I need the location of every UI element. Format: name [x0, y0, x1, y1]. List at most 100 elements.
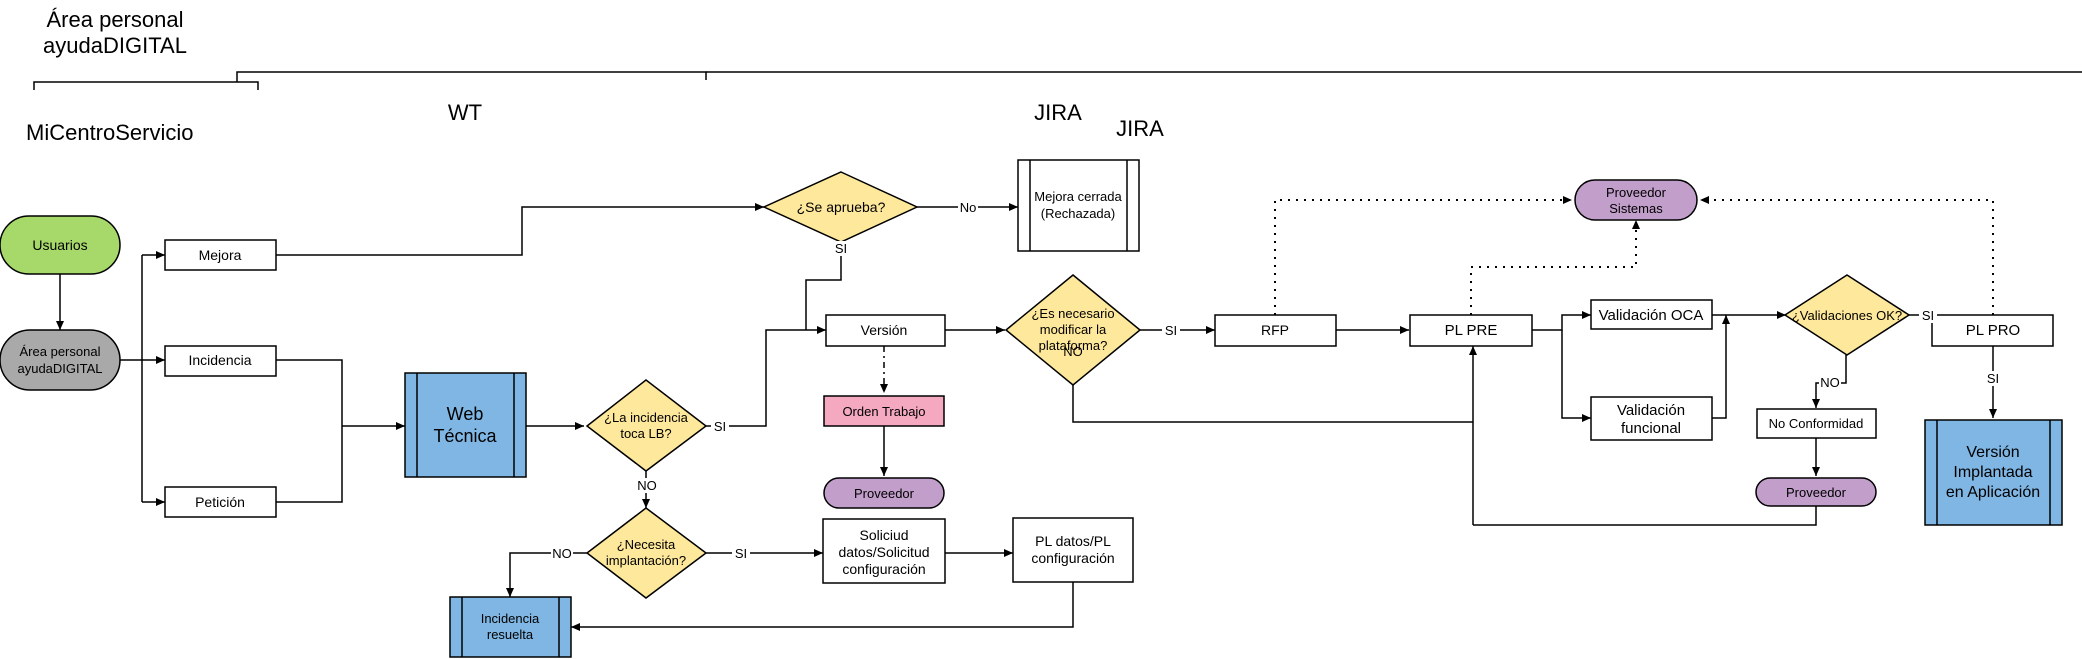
edge-label-si-aprueba: SI: [835, 241, 847, 256]
edge-tocalb-version: [706, 326, 826, 427]
node-pl-datos: [1012, 517, 1134, 583]
node-solicitud-l1: Soliciud: [859, 527, 908, 543]
node-version-implantada: [1924, 419, 2063, 526]
edge-label-no-validaciones: NO: [1820, 375, 1840, 390]
edge-label-si-plataforma: SI: [1165, 323, 1177, 338]
node-version-label: Versión: [861, 322, 908, 338]
node-toca-lb-l1: ¿La incidencia: [604, 410, 689, 425]
header-jira-1: JIRA: [1034, 100, 1082, 125]
node-mejora-cerrada-l1: Mejora cerrada: [1034, 189, 1122, 204]
node-area-personal-l2: ayudaDIGITAL: [17, 361, 102, 376]
node-no-conformidad: [1756, 408, 1877, 439]
node-pl-datos-l2: configuración: [1031, 550, 1114, 566]
node-validacion-funcional: [1590, 396, 1713, 441]
edge-pldatos-resuelta: [571, 582, 1074, 631]
node-pl-pro-label: PL PRO: [1966, 322, 2020, 339]
node-pl-datos-l1: PL datos/PL: [1035, 533, 1111, 549]
edge-plpre-funcional: [1561, 330, 1591, 422]
node-usuarios: [0, 215, 121, 275]
edge-proveedor2-loop: [1473, 506, 1817, 526]
edge-plpre-oca: [1532, 311, 1591, 331]
edge-funcional-validaciones: [1712, 315, 1730, 419]
edge-incidencia-web: [276, 359, 343, 426]
node-version-implantada-l3: en Aplicación: [1946, 484, 2040, 501]
edge-label-no-implant: NO: [552, 546, 572, 561]
node-rfp: [1214, 314, 1337, 347]
node-es-necesario: [1004, 274, 1142, 386]
node-mejora-cerrada-l2: (Rechazada): [1041, 206, 1115, 221]
header-wt: WT: [448, 100, 482, 125]
node-proveedor: [823, 477, 945, 509]
node-incidencia: [164, 345, 277, 377]
node-solicitud-l2: datos/Solicitud: [838, 544, 929, 560]
node-peticion: [164, 486, 277, 518]
node-area-personal-l1: Área personal: [20, 344, 101, 359]
node-pl-pre: [1409, 314, 1533, 347]
edge-label-si-lb: SI: [714, 419, 726, 434]
node-incidencia-label: Incidencia: [188, 352, 251, 368]
node-mejora-label: Mejora: [199, 247, 242, 263]
node-web-tecnica: [404, 372, 527, 478]
node-mejora: [164, 239, 277, 271]
node-orden-trabajo: [823, 395, 945, 427]
node-validacion-funcional-l1: Validación: [1617, 402, 1685, 419]
edge-mejora-aprueba: [276, 203, 764, 256]
node-incidencia-resuelta-l2: resuelta: [487, 627, 534, 642]
node-proveedor-sistemas-l1: Proveedor: [1606, 185, 1667, 200]
edge-plpre-proveedor-sistemas: [1470, 220, 1640, 315]
node-validacion-oca: [1590, 299, 1713, 330]
edge-label-no-plataforma: NO: [1063, 344, 1083, 359]
edge-esnecesario-no: [1072, 385, 1473, 423]
node-validacion-funcional-l2: funcional: [1621, 420, 1681, 437]
node-es-necesario-l1: ¿Es necesario: [1031, 306, 1114, 321]
node-es-necesario-l2: modificar la: [1040, 322, 1107, 337]
header-area-line2: ayudaDIGITAL: [43, 33, 187, 58]
node-version-implantada-l1: Versión: [1966, 444, 2019, 461]
node-necesita-l1: ¿Necesita: [617, 537, 676, 552]
node-proveedor-2: [1755, 477, 1877, 507]
node-validaciones-ok-label: ¿Validaciones OK?: [1792, 308, 1902, 323]
node-validacion-oca-label: Validación OCA: [1599, 307, 1704, 324]
node-proveedor-sistemas-l2: Sistemas: [1609, 201, 1663, 216]
edge-label-no-rechazo: No: [960, 200, 977, 215]
node-version-implantada-l2: Implantada: [1953, 464, 2032, 481]
bracket-micentro: [33, 81, 259, 90]
bracket-wt: [236, 71, 707, 82]
node-necesita-implantacion: [585, 507, 708, 599]
header-area-line1: Área personal: [47, 7, 184, 32]
edge-rfp-proveedor-sistemas: [1274, 196, 1572, 315]
header-jira-2: JIRA: [1116, 116, 1164, 141]
node-toca-lb: [585, 379, 708, 472]
node-orden-trabajo-label: Orden Trabajo: [842, 404, 925, 419]
edge-label-si-validaciones: SI: [1922, 308, 1934, 323]
node-incidencia-resuelta-l1: Incidencia: [481, 611, 540, 626]
node-es-necesario-l3: plataforma?: [1039, 338, 1108, 353]
node-pl-pre-label: PL PRE: [1445, 322, 1498, 339]
node-proveedor-2-label: Proveedor: [1786, 485, 1847, 500]
node-solicitud: [822, 518, 946, 584]
node-incidencia-resuelta: [449, 596, 572, 658]
node-proveedor-sistemas: [1574, 179, 1698, 221]
edge-label-si-implant: SI: [735, 546, 747, 561]
edge-label-si-pro: SI: [1987, 371, 1999, 386]
node-version: [825, 314, 946, 347]
edge-necesita-resuelta: [506, 552, 587, 597]
header-micentro: MiCentroServicio: [26, 120, 194, 145]
node-pl-pro: [1931, 314, 2054, 347]
edge-peticion-web: [276, 426, 343, 503]
node-usuarios-label: Usuarios: [32, 237, 87, 253]
edge-aprueba-si: [805, 242, 842, 330]
node-peticion-label: Petición: [195, 494, 245, 510]
node-solicitud-l3: configuración: [842, 561, 925, 577]
node-web-tecnica-l1: Web: [447, 404, 484, 424]
node-web-tecnica-l2: Técnica: [433, 426, 497, 446]
node-rfp-label: RFP: [1261, 322, 1289, 338]
node-mejora-cerrada: [1017, 159, 1140, 252]
node-no-conformidad-label: No Conformidad: [1769, 416, 1864, 431]
node-proveedor-label: Proveedor: [854, 486, 915, 501]
node-validaciones-ok: [1783, 274, 1911, 356]
edge-label-no-lb: NO: [637, 478, 657, 493]
node-toca-lb-l2: toca LB?: [620, 426, 671, 441]
node-necesita-l2: implantación?: [606, 553, 686, 568]
